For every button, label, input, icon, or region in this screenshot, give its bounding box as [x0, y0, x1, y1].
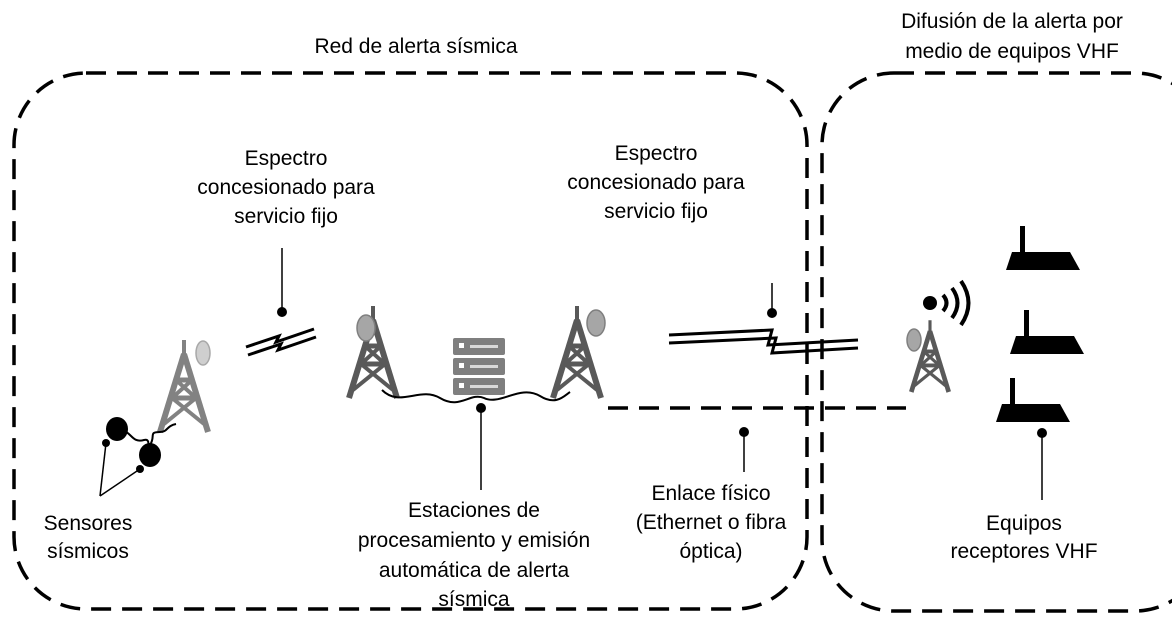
network-cable — [381, 389, 571, 404]
physical-link-label: Enlace físico (Ethernet o fibra óptica) — [636, 482, 787, 563]
svg-text:óptica): óptica) — [679, 540, 742, 563]
svg-text:(Ethernet o fibra: (Ethernet o fibra — [636, 511, 787, 534]
svg-text:sísmicos: sísmicos — [47, 540, 129, 563]
sensors-label: Sensores sísmicos — [44, 512, 133, 563]
svg-text:servicio fijo: servicio fijo — [604, 200, 708, 223]
svg-text:Equipos: Equipos — [986, 512, 1062, 535]
broadcast-waves-icon — [941, 279, 971, 327]
pointer-dot — [767, 308, 777, 318]
svg-text:servicio fijo: servicio fijo — [234, 205, 338, 228]
svg-text:Espectro: Espectro — [615, 142, 698, 165]
sensor-tower-icon — [160, 340, 210, 432]
svg-text:Estaciones de: Estaciones de — [408, 499, 540, 522]
svg-text:automática de alerta: automática de alerta — [379, 559, 570, 582]
svg-text:concesionado para: concesionado para — [567, 171, 745, 194]
radio-link-icon — [668, 328, 859, 355]
svg-text:receptores VHF: receptores VHF — [950, 540, 1097, 563]
seismic-sensor-icon — [139, 443, 161, 467]
sensor-cable — [149, 423, 177, 446]
sensor-pointer — [99, 442, 107, 497]
pointer-dot — [277, 307, 287, 317]
dish-antenna-icon — [906, 328, 922, 352]
dish-antenna-icon — [586, 309, 606, 337]
radio-link-icon — [245, 327, 317, 357]
vhf-receiver-icon — [1010, 310, 1084, 354]
network-title: Red de alerta sísmica — [314, 35, 517, 58]
svg-text:procesamiento y emisión: procesamiento y emisión — [358, 529, 590, 552]
receivers-label: Equipos receptores VHF — [950, 512, 1097, 563]
broadcast-title-line-1: Difusión de la alerta por — [901, 10, 1123, 33]
sensor-pointer — [99, 468, 141, 497]
dish-antenna-icon — [356, 314, 376, 342]
svg-text:Espectro: Espectro — [245, 147, 328, 170]
vhf-receiver-icon — [1006, 226, 1080, 270]
svg-text:Enlace físico: Enlace físico — [651, 482, 770, 505]
server-rack-icon — [453, 338, 505, 395]
broadcast-tower-icon — [906, 296, 949, 392]
vhf-receiver-icon — [996, 378, 1070, 422]
dish-antenna-icon — [195, 340, 211, 366]
tower-icon — [349, 306, 397, 398]
tower-icon — [553, 306, 606, 398]
pointer-dot — [923, 296, 937, 310]
broadcast-title-line-2: medio de equipos VHF — [905, 40, 1119, 63]
alert-network-region — [12, 71, 809, 611]
stations-label: Estaciones de procesamiento y emisión au… — [358, 499, 590, 611]
spectrum-left-label: Espectro concesionado para servicio fijo — [197, 147, 375, 228]
svg-text:sísmica: sísmica — [438, 588, 509, 611]
spectrum-right-label: Espectro concesionado para servicio fijo — [567, 142, 745, 223]
seismic-sensor-icon — [106, 417, 128, 441]
svg-text:concesionado para: concesionado para — [197, 176, 375, 199]
svg-text:Sensores: Sensores — [44, 512, 133, 535]
